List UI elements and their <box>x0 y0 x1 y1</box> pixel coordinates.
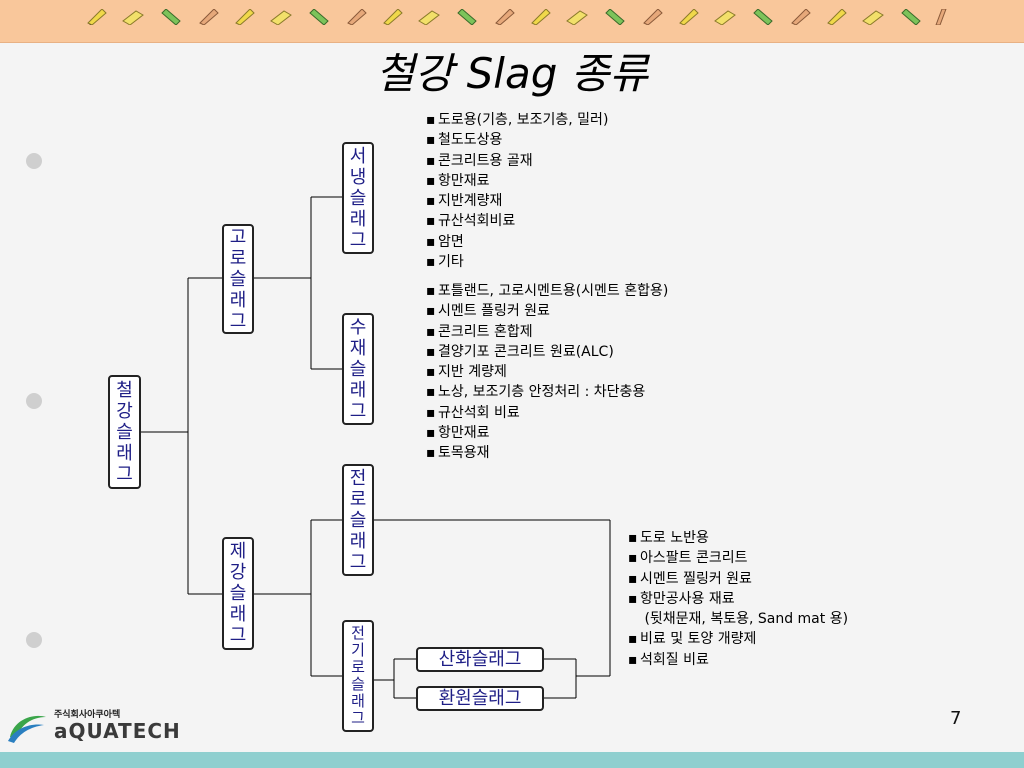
pencil-icon <box>753 9 773 25</box>
pencil-icon <box>901 9 921 25</box>
logo-wordmark: aQUATECH <box>54 719 181 743</box>
list-item: ▪암면 <box>426 233 464 250</box>
binder-hole <box>26 632 42 648</box>
eraser-icon <box>270 10 292 25</box>
node-blast-furnace-slag: 고로슬래그 <box>222 224 254 334</box>
list-item: ▪석회질 비료 <box>628 651 709 668</box>
page-title: 철강 Slag 종류 <box>376 49 648 98</box>
eraser-icon <box>714 10 736 25</box>
list-item: ▪철도도상용 <box>426 132 503 149</box>
list-item: ▪아스팔트 콘크리트 <box>628 550 748 567</box>
node-converter-slag: 전로슬래그 <box>342 464 374 576</box>
node-label: 철강슬래그 <box>116 379 133 485</box>
list-item: ▪도로 노반용 <box>628 530 709 546</box>
node-air-cooled-slag: 서냉슬래그 <box>342 142 374 254</box>
page-number: 7 <box>950 708 962 729</box>
water-granulated-uses-list: ▪포틀랜드, 고로시멘트용(시멘트 혼합용) ▪시멘트 플링커 원료 ▪콘크리트… <box>426 281 668 464</box>
air-cooled-uses-list: ▪도로용(기층, 보조기층, 밀러) ▪철도도상용 ▪콘크리트용 골재 ▪항만재… <box>426 110 608 272</box>
pencil-icon <box>383 9 403 25</box>
steelmaking-uses-list: ▪도로 노반용 ▪아스팔트 콘크리트 ▪시멘트 찔링커 원료 ▪항만공사용 재료… <box>628 528 848 670</box>
logo-company-name: 주식회사아쿠아텍 <box>54 710 121 720</box>
pencil-icon <box>347 9 367 25</box>
node-reducing-slag: 환원슬래그 <box>416 686 544 711</box>
eraser-icon <box>122 10 144 25</box>
pencil-icon <box>199 9 219 25</box>
list-item: ▪포틀랜드, 고로시멘트용(시멘트 혼합용) <box>426 283 669 299</box>
node-label: 고로슬래그 <box>229 226 247 332</box>
pencil-icon <box>495 9 515 25</box>
header-band <box>0 0 1024 43</box>
node-steelmaking-slag: 제강슬래그 <box>222 537 254 650</box>
list-item: (뒷채문재, 복토용, Sand mat 용) <box>640 611 849 628</box>
list-item: ▪규산석회비료 <box>426 213 516 230</box>
company-logo: 주식회사아쿠아텍 aQUATECH <box>6 707 180 749</box>
node-label: 서냉슬래그 <box>349 145 367 251</box>
list-item: ▪항만재료 <box>426 172 490 189</box>
pencil-icon <box>643 9 663 25</box>
pencil-icon <box>791 9 811 25</box>
list-item: ▪시멘트 플링커 원료 <box>426 303 550 320</box>
list-item: ▪콘크리트 혼합제 <box>426 323 533 340</box>
pencil-icon <box>827 9 847 25</box>
pencil-icon <box>679 9 699 25</box>
node-label: 전기로슬래그 <box>351 624 365 727</box>
node-label: 산화슬래그 <box>438 649 522 670</box>
list-item: ▪콘크리트용 골재 <box>426 152 533 169</box>
list-item: ▪비료 및 토양 개량제 <box>628 631 757 648</box>
list-item: ▪규산석회 비료 <box>426 404 520 421</box>
node-steel-slag: 철강슬래그 <box>108 375 141 489</box>
list-item: ▪시멘트 찔링커 원료 <box>628 570 752 587</box>
eraser-icon <box>418 10 440 25</box>
eraser-icon <box>566 10 588 25</box>
list-item: ▪지반계량재 <box>426 193 503 210</box>
node-electric-furnace-slag: 전기로슬래그 <box>342 620 374 732</box>
binder-hole <box>26 393 42 409</box>
eraser-icon <box>862 10 884 25</box>
list-item: ▪토목용재 <box>426 445 490 462</box>
list-item: ▪노상, 보조기층 안정처리 : 차단충용 <box>426 384 646 401</box>
binder-hole <box>26 153 42 169</box>
node-label: 수재슬래그 <box>349 316 367 422</box>
list-item: ▪결양기포 콘크리트 원료(ALC) <box>426 343 614 360</box>
node-label: 제강슬래그 <box>229 541 247 646</box>
node-water-granulated-slag: 수재슬래그 <box>342 313 374 425</box>
list-item: ▪지반 계량제 <box>426 364 507 381</box>
pencil-icon <box>87 9 107 25</box>
pencil-icon <box>605 9 625 25</box>
node-oxidizing-slag: 산화슬래그 <box>416 647 544 672</box>
pencil-icon <box>309 9 329 25</box>
pencil-icon <box>935 9 947 25</box>
pencil-icon <box>531 9 551 25</box>
node-label: 환원슬래그 <box>438 688 522 709</box>
list-item: ▪기타 <box>426 254 464 271</box>
pencil-icon <box>235 9 255 25</box>
node-label: 전로슬래그 <box>349 467 367 573</box>
logo-swoosh-icon <box>8 715 46 743</box>
pencil-icon <box>161 9 181 25</box>
footer-band <box>0 752 1024 768</box>
list-item: ▪항만재료 <box>426 425 490 442</box>
pencil-icon <box>457 9 477 25</box>
list-item: ▪항만공사용 재료 <box>628 590 735 607</box>
list-item: ▪도로용(기층, 보조기층, 밀러) <box>426 112 609 128</box>
